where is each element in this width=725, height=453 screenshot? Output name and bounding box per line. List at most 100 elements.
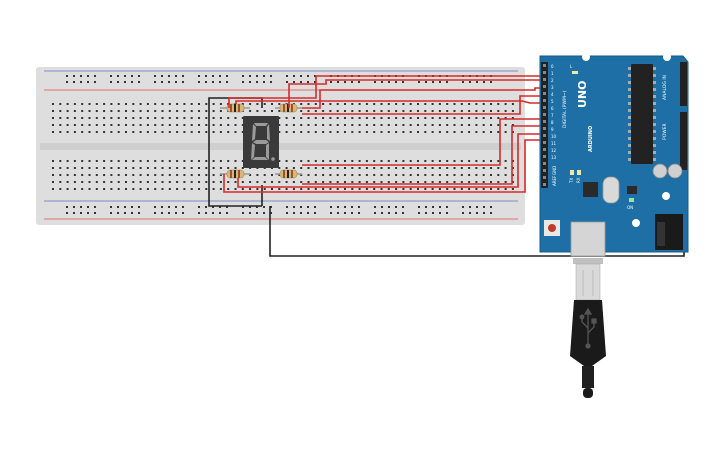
- breadboard-hole[interactable]: [300, 167, 303, 169]
- breadboard-hole[interactable]: [278, 174, 281, 176]
- breadboard-hole[interactable]: [395, 160, 398, 162]
- breadboard-hole[interactable]: [314, 117, 317, 119]
- breadboard-hole[interactable]: [431, 103, 434, 105]
- breadboard-hole[interactable]: [402, 181, 405, 183]
- breadboard-hole[interactable]: [256, 206, 258, 208]
- breadboard-hole[interactable]: [300, 206, 302, 208]
- breadboard-hole[interactable]: [497, 188, 500, 190]
- breadboard-hole[interactable]: [81, 117, 84, 119]
- header-pin[interactable]: [543, 169, 546, 172]
- breadboard-hole[interactable]: [431, 131, 434, 133]
- breadboard-hole[interactable]: [95, 117, 98, 119]
- breadboard-hole[interactable]: [446, 110, 449, 112]
- breadboard-hole[interactable]: [249, 188, 252, 190]
- breadboard-hole[interactable]: [424, 188, 427, 190]
- breadboard-hole[interactable]: [468, 188, 471, 190]
- breadboard-hole[interactable]: [249, 206, 251, 208]
- breadboard-hole[interactable]: [168, 75, 170, 77]
- breadboard-hole[interactable]: [330, 206, 332, 208]
- breadboard-hole[interactable]: [504, 131, 507, 133]
- breadboard-hole[interactable]: [438, 167, 441, 169]
- breadboard-hole[interactable]: [307, 206, 309, 208]
- breadboard-hole[interactable]: [146, 160, 149, 162]
- breadboard-hole[interactable]: [139, 174, 142, 176]
- breadboard-hole[interactable]: [314, 81, 316, 83]
- breadboard-hole[interactable]: [110, 160, 113, 162]
- breadboard-hole[interactable]: [212, 160, 215, 162]
- breadboard-hole[interactable]: [409, 174, 412, 176]
- breadboard-hole[interactable]: [300, 81, 302, 83]
- breadboard-hole[interactable]: [462, 212, 464, 214]
- breadboard-hole[interactable]: [226, 75, 228, 77]
- breadboard-hole[interactable]: [365, 117, 368, 119]
- breadboard-hole[interactable]: [511, 110, 514, 112]
- breadboard-hole[interactable]: [95, 110, 98, 112]
- breadboard-hole[interactable]: [73, 131, 76, 133]
- breadboard-hole[interactable]: [198, 174, 200, 176]
- breadboard-hole[interactable]: [161, 160, 164, 162]
- breadboard-hole[interactable]: [351, 188, 354, 190]
- breadboard-hole[interactable]: [88, 188, 91, 190]
- breadboard-hole[interactable]: [241, 124, 244, 126]
- breadboard-hole[interactable]: [154, 110, 157, 112]
- breadboard-hole[interactable]: [395, 206, 397, 208]
- breadboard-hole[interactable]: [424, 167, 427, 169]
- breadboard-hole[interactable]: [249, 212, 251, 214]
- breadboard-hole[interactable]: [66, 160, 69, 162]
- breadboard-hole[interactable]: [263, 212, 265, 214]
- breadboard-hole[interactable]: [322, 174, 325, 176]
- breadboard-hole[interactable]: [110, 124, 113, 126]
- breadboard-hole[interactable]: [161, 167, 164, 169]
- breadboard-hole[interactable]: [431, 117, 434, 119]
- breadboard-hole[interactable]: [307, 174, 310, 176]
- breadboard-hole[interactable]: [139, 117, 142, 119]
- breadboard-hole[interactable]: [300, 181, 303, 183]
- breadboard-hole[interactable]: [66, 103, 69, 105]
- breadboard-hole[interactable]: [88, 110, 91, 112]
- breadboard-hole[interactable]: [256, 81, 258, 83]
- breadboard-hole[interactable]: [212, 206, 214, 208]
- breadboard-hole[interactable]: [117, 167, 120, 169]
- breadboard-hole[interactable]: [468, 131, 471, 133]
- breadboard-hole[interactable]: [497, 124, 500, 126]
- breadboard-hole[interactable]: [198, 103, 200, 105]
- breadboard-hole[interactable]: [87, 81, 89, 83]
- breadboard-hole[interactable]: [234, 117, 237, 119]
- breadboard-hole[interactable]: [198, 131, 200, 133]
- breadboard-hole[interactable]: [161, 206, 163, 208]
- breadboard-hole[interactable]: [336, 160, 339, 162]
- header-pin[interactable]: [543, 120, 546, 123]
- breadboard-hole[interactable]: [344, 131, 346, 133]
- breadboard-hole[interactable]: [482, 174, 485, 176]
- breadboard-hole[interactable]: [314, 124, 317, 126]
- breadboard-hole[interactable]: [139, 110, 142, 112]
- breadboard-hole[interactable]: [511, 103, 514, 105]
- breadboard-hole[interactable]: [59, 181, 62, 183]
- breadboard-hole[interactable]: [373, 124, 376, 126]
- reset-button-cap[interactable]: [548, 224, 556, 232]
- breadboard-hole[interactable]: [73, 167, 76, 169]
- breadboard-hole[interactable]: [292, 131, 295, 133]
- breadboard-hole[interactable]: [168, 167, 171, 169]
- breadboard-hole[interactable]: [293, 206, 295, 208]
- breadboard-hole[interactable]: [387, 167, 390, 169]
- breadboard-hole[interactable]: [132, 131, 135, 133]
- breadboard-hole[interactable]: [182, 206, 184, 208]
- breadboard-hole[interactable]: [176, 181, 179, 183]
- breadboard-hole[interactable]: [300, 103, 303, 105]
- breadboard-hole[interactable]: [161, 188, 164, 190]
- breadboard-hole[interactable]: [226, 81, 228, 83]
- breadboard-hole[interactable]: [453, 124, 456, 126]
- breadboard-hole[interactable]: [460, 160, 463, 162]
- breadboard-hole[interactable]: [124, 206, 126, 208]
- breadboard-hole[interactable]: [431, 110, 434, 112]
- breadboard-hole[interactable]: [125, 124, 127, 126]
- breadboard-hole[interactable]: [52, 167, 54, 169]
- breadboard-hole[interactable]: [482, 110, 485, 112]
- breadboard-hole[interactable]: [314, 103, 317, 105]
- breadboard-hole[interactable]: [387, 103, 390, 105]
- breadboard-hole[interactable]: [73, 103, 76, 105]
- breadboard-hole[interactable]: [226, 206, 228, 208]
- breadboard-hole[interactable]: [132, 174, 135, 176]
- header-pin[interactable]: [543, 183, 546, 186]
